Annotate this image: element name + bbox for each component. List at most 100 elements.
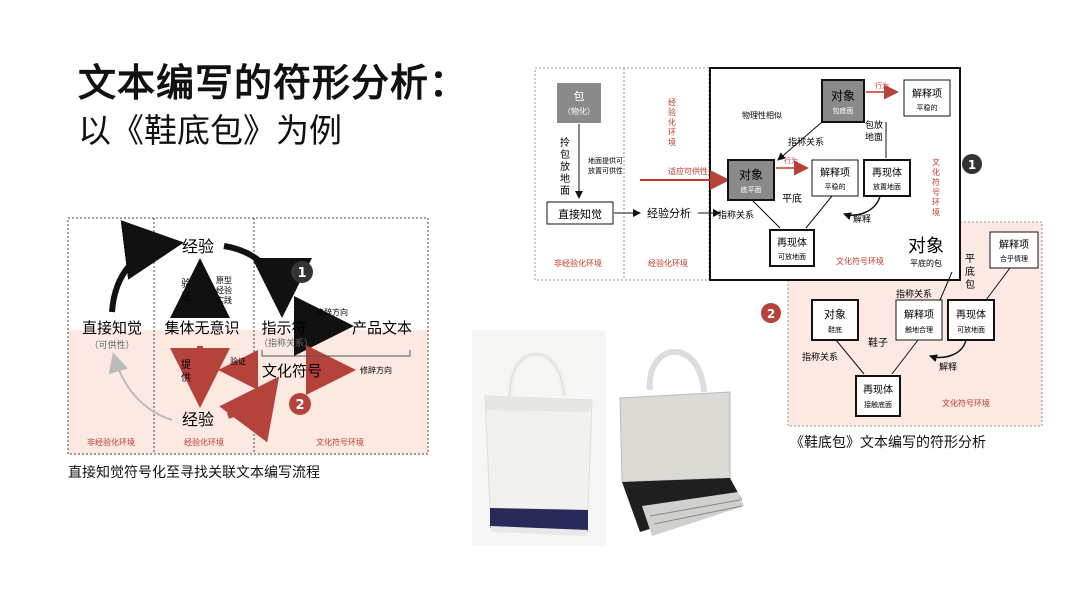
box-direct-perception bbox=[546, 201, 614, 225]
badge-one-right bbox=[962, 154, 982, 174]
label-flat-bottom: 平底 bbox=[782, 192, 802, 205]
caption-right: 《鞋底包》文本编写的符形分析 bbox=[790, 435, 986, 451]
arrow-experience-to-indicator bbox=[223, 243, 312, 318]
badge-two-left bbox=[289, 393, 311, 415]
top-interpretant-box bbox=[903, 79, 951, 117]
svg-text:包底面: 包底面 bbox=[833, 106, 854, 115]
label-indicative-pink: 指称关系 bbox=[896, 288, 932, 300]
svg-text:2: 2 bbox=[295, 398, 304, 413]
mid-interpretant-box bbox=[811, 159, 859, 197]
label-exp-env-vertical: 经验化环境 bbox=[668, 97, 676, 147]
svg-text:行为: 行为 bbox=[875, 81, 889, 90]
bag-box bbox=[557, 83, 601, 123]
svg-text:可放地面: 可放地面 bbox=[778, 252, 806, 261]
node-direct-perception: 直接知觉 bbox=[82, 319, 142, 337]
svg-text:对象: 对象 bbox=[824, 307, 846, 321]
label-exp-analysis: 经验分析 bbox=[647, 206, 691, 220]
node-cultural-symbol: 文化符号 bbox=[262, 362, 322, 380]
page-subtitle: 以《鞋底包》为例 bbox=[78, 111, 342, 150]
svg-text:放置地面: 放置地面 bbox=[873, 182, 901, 191]
svg-text:直接知觉: 直接知觉 bbox=[558, 207, 602, 221]
label-interpretation-top: 解释 bbox=[853, 213, 871, 225]
label-indicative-low: 指称关系 bbox=[802, 351, 838, 363]
big-interpretant-box bbox=[989, 231, 1039, 269]
node-indicator-relation: （指称关系） bbox=[259, 337, 313, 349]
svg-text:包: 包 bbox=[574, 90, 585, 103]
label-shoe: 鞋子 bbox=[868, 336, 888, 349]
shoe-object-box bbox=[811, 299, 859, 341]
svg-text:1: 1 bbox=[968, 158, 976, 172]
svg-text:可放地面: 可放地面 bbox=[957, 325, 985, 334]
label-rhetoric-1: 修辞方向 bbox=[316, 307, 348, 317]
big-object-label: 对象 bbox=[908, 236, 944, 257]
svg-text:再现体: 再现体 bbox=[872, 167, 902, 179]
mid-representamen-box bbox=[863, 159, 911, 197]
label-verify: 验证 bbox=[181, 277, 191, 303]
caption-left: 直接知觉符号化至寻找关联文本编写流程 bbox=[68, 465, 320, 481]
svg-text:解释项: 解释项 bbox=[820, 166, 850, 179]
arrow-experience-to-perception bbox=[108, 352, 173, 421]
arrow-experience-to-cultural bbox=[219, 376, 280, 443]
svg-text:再现体: 再现体 bbox=[777, 237, 807, 249]
zone-right-cultural-1: 文化符号环境 bbox=[836, 256, 884, 266]
left-frame bbox=[67, 217, 429, 455]
svg-text:解释项: 解释项 bbox=[999, 238, 1029, 251]
svg-text:2: 2 bbox=[767, 307, 775, 321]
node-experience-bottom: 经验 bbox=[182, 410, 214, 429]
svg-text:解释项: 解释项 bbox=[912, 87, 942, 100]
svg-text:接触底面: 接触底面 bbox=[864, 400, 892, 409]
shoe-representamen-box bbox=[947, 299, 995, 341]
label-flat-bottom-bag: 平底包 bbox=[965, 254, 975, 291]
zone-label-cultural: 文化符号环境 bbox=[316, 437, 364, 447]
arrow-perception-to-experience bbox=[109, 220, 184, 313]
svg-text:行为: 行为 bbox=[784, 156, 798, 165]
label-ground-note: 地面提供可放置可供性 bbox=[588, 156, 623, 175]
svg-text:对象: 对象 bbox=[831, 89, 855, 103]
node-product-text: 产品文本 bbox=[352, 319, 412, 337]
right-pink-frame bbox=[787, 221, 1043, 427]
label-provide: 提供 bbox=[181, 359, 191, 384]
contact-representamen-box bbox=[855, 375, 901, 417]
svg-text:再现体: 再现体 bbox=[863, 384, 893, 396]
label-interpretation-low: 解释 bbox=[939, 361, 957, 373]
mid-object-box bbox=[727, 159, 775, 201]
zone-label-non-exp: 非经验化环境 bbox=[87, 437, 135, 447]
svg-text:平稳的: 平稳的 bbox=[825, 182, 846, 191]
badge-one-left bbox=[291, 261, 313, 283]
label-affordance-adapt: 适应可供性 bbox=[668, 166, 708, 176]
label-ground-put: 包放地面 bbox=[865, 119, 883, 143]
zone-right-cultural-2: 文化符号环境 bbox=[942, 398, 990, 408]
svg-text:触地合理: 触地合理 bbox=[905, 325, 933, 334]
shoe-interpretant-box bbox=[895, 299, 943, 341]
low-representamen-box bbox=[769, 229, 815, 267]
svg-text:鞋底: 鞋底 bbox=[828, 325, 842, 334]
label-put-ground: 拎包放地面 bbox=[560, 136, 570, 197]
badge-two-right bbox=[761, 303, 781, 323]
label-verify-small: 验证 bbox=[230, 356, 246, 366]
node-affordance: （可供性） bbox=[89, 339, 134, 351]
svg-text:对象: 对象 bbox=[739, 168, 763, 182]
bag-photo-2 bbox=[619, 349, 744, 536]
svg-text:1: 1 bbox=[297, 266, 306, 281]
svg-text:（物化）: （物化） bbox=[563, 106, 595, 116]
label-physical-similar: 物理性相似 bbox=[742, 110, 782, 120]
svg-text:解释项: 解释项 bbox=[904, 308, 934, 321]
node-indicator: 指示符 bbox=[261, 319, 306, 337]
label-indicative-top: 指称关系 bbox=[788, 136, 824, 148]
bag-photo-1 bbox=[472, 330, 606, 546]
page-title: 文本编写的符形分析： bbox=[78, 61, 469, 105]
label-archetype: 原型经验实践 bbox=[216, 276, 232, 305]
label-cultural-env-vertical: 文化符号环境 bbox=[932, 157, 940, 217]
label-indicative-mid: 指称关系 bbox=[718, 209, 754, 221]
zone-label-exp: 经验化环境 bbox=[184, 437, 224, 447]
svg-text:底平面: 底平面 bbox=[741, 185, 762, 194]
node-experience-top: 经验 bbox=[182, 237, 214, 256]
zone-right-exp: 经验化环境 bbox=[648, 258, 688, 268]
big-object-sub: 平底的包 bbox=[910, 258, 942, 268]
top-object-box bbox=[821, 79, 865, 123]
svg-text:平稳的: 平稳的 bbox=[917, 103, 938, 112]
zone-right-non-exp: 非经验化环境 bbox=[554, 258, 602, 268]
label-rhetoric-2: 修辞方向 bbox=[360, 365, 392, 375]
